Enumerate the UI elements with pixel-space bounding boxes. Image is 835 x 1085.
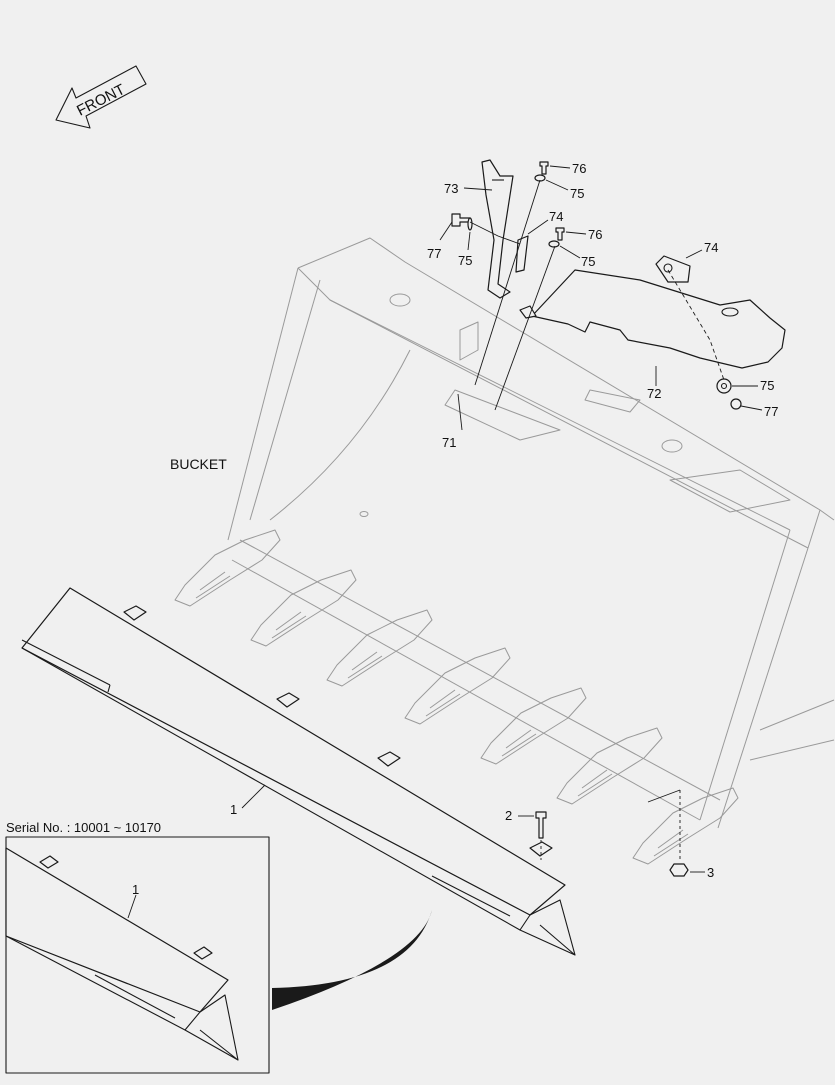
callout-73: 73	[444, 181, 493, 196]
bolt-76-mid	[555, 227, 565, 241]
callout-77-left: 77	[427, 221, 453, 261]
svg-text:72: 72	[647, 386, 661, 401]
serial-label: Serial No. : 10001 ~ 10170	[6, 820, 161, 835]
callout-2: 2	[505, 808, 534, 823]
tooth	[632, 787, 739, 865]
svg-text:2: 2	[505, 808, 512, 823]
front-arrow: FRONT	[55, 65, 147, 129]
callout-71: 71	[442, 435, 456, 450]
callout-74-left: 74	[527, 209, 563, 235]
bracket-73	[481, 159, 514, 299]
shim-plate-74-right	[655, 255, 691, 283]
svg-text:76: 76	[572, 161, 586, 176]
svg-text:74: 74	[704, 240, 718, 255]
tooth	[404, 647, 511, 725]
inset-callout-1: 1	[127, 882, 139, 919]
callout-75-mid: 75	[559, 245, 595, 269]
tooth	[480, 687, 587, 765]
inset-cutting-edge-1	[5, 847, 239, 1061]
svg-text:73: 73	[444, 181, 458, 196]
callout-72: 72	[647, 366, 661, 401]
svg-text:3: 3	[707, 865, 714, 880]
bolt-2	[535, 811, 547, 839]
callout-74-right: 74	[685, 240, 718, 259]
washer-75-mid	[548, 240, 560, 248]
callout-75-top: 75	[545, 179, 584, 201]
nut-77-right	[730, 398, 742, 410]
tooth	[326, 609, 433, 687]
tooth	[556, 727, 663, 805]
svg-text:75: 75	[458, 253, 472, 268]
svg-text:75: 75	[760, 378, 774, 393]
front-arrow-label: FRONT	[74, 81, 128, 120]
tooth	[250, 569, 357, 647]
callout-75-right: 75	[732, 378, 774, 393]
svg-text:76: 76	[588, 227, 602, 242]
bucket-teeth	[174, 529, 739, 865]
shim-plate-74-left	[515, 235, 529, 273]
svg-text:77: 77	[427, 246, 441, 261]
svg-text:71: 71	[442, 435, 456, 450]
callout-3: 3	[690, 865, 714, 880]
svg-text:74: 74	[549, 209, 563, 224]
bucket-label: BUCKET	[170, 456, 227, 472]
tooth	[174, 529, 281, 607]
callout-77-right: 77	[740, 404, 778, 419]
bolt-76-top	[539, 161, 549, 175]
callout-76-mid: 76	[565, 227, 602, 242]
nut-3	[669, 863, 689, 877]
inset-panel: Serial No. : 10001 ~ 10170 1	[5, 820, 270, 1074]
washer-75-left	[467, 217, 473, 231]
svg-text:1: 1	[230, 802, 237, 817]
bolt-77-left	[451, 213, 471, 227]
callout-76-top: 76	[549, 161, 586, 176]
callout-75-left: 75	[458, 231, 472, 268]
detail-arrow	[272, 910, 432, 1010]
cutting-edge-1	[21, 587, 576, 956]
svg-text:75: 75	[581, 254, 595, 269]
svg-text:1: 1	[132, 882, 139, 897]
washer-75-right	[716, 378, 732, 394]
cover-plate-72	[519, 269, 786, 369]
bucket-body	[227, 237, 835, 829]
svg-text:77: 77	[764, 404, 778, 419]
callout-1: 1	[230, 784, 266, 817]
svg-text:75: 75	[570, 186, 584, 201]
